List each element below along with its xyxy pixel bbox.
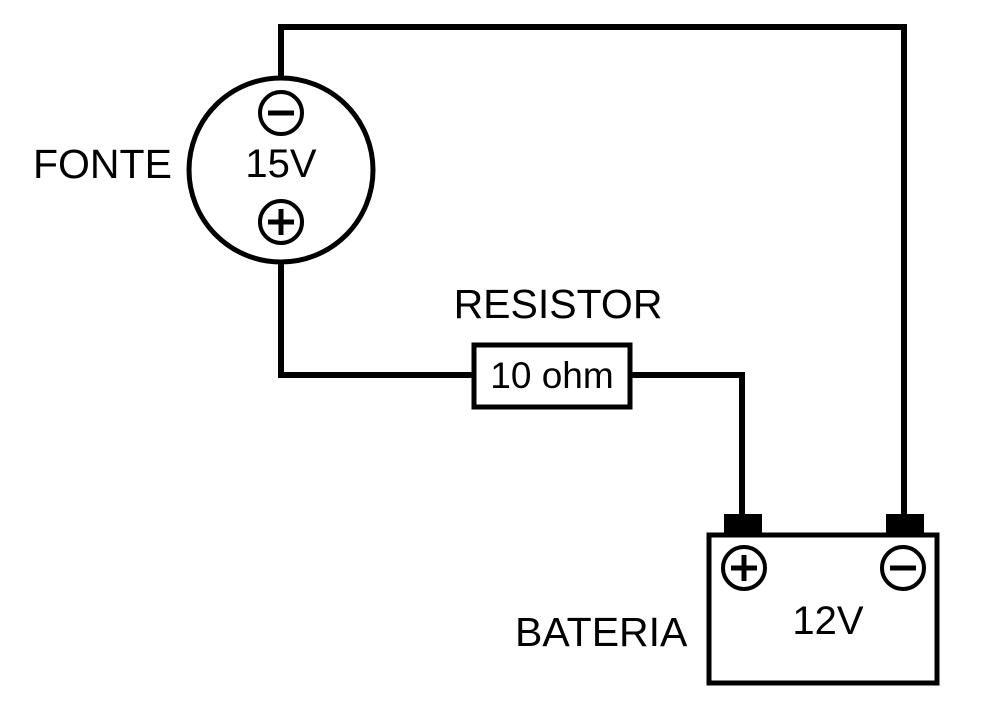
wire-source-negative-to-battery-negative <box>278 24 907 521</box>
battery-positive-terminal <box>721 545 767 591</box>
source-label: FONTE <box>33 141 172 187</box>
resistor-body <box>471 342 633 410</box>
resistor-label: RESISTOR <box>454 281 663 327</box>
source-negative-terminal <box>258 90 304 136</box>
battery-negative-terminal <box>880 545 926 591</box>
voltage-source-body <box>186 75 376 265</box>
source-positive-terminal <box>258 199 304 245</box>
battery-voltage-label: 12V <box>792 599 863 643</box>
battery-label: BATERIA <box>515 609 688 655</box>
battery-positive-post <box>724 514 762 536</box>
wire-resistor-to-battery-positive <box>627 372 745 521</box>
resistor-value-label: 10 ohm <box>490 355 613 396</box>
source-voltage-label: 15V <box>245 142 316 186</box>
battery: 12V <box>706 514 940 686</box>
resistor: 10 ohm <box>471 342 633 410</box>
voltage-source: 15V <box>186 75 376 265</box>
wire-source-positive-to-resistor <box>278 259 477 378</box>
battery-negative-post <box>886 514 924 536</box>
